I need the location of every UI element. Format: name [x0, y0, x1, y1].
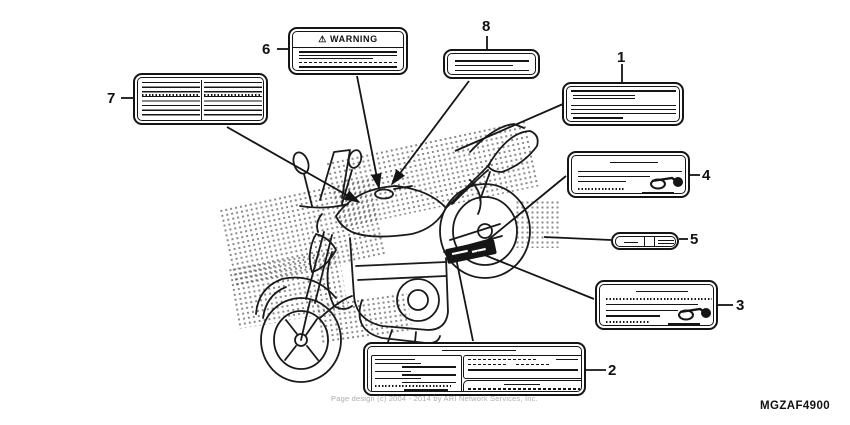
- text-line: [571, 90, 676, 93]
- text-line: [636, 291, 688, 293]
- text-column: [142, 82, 200, 118]
- caution-label-4[interactable]: [567, 151, 690, 198]
- caution-label-2[interactable]: [363, 342, 586, 396]
- text-line: [455, 60, 529, 63]
- callout-number-4[interactable]: 4: [702, 167, 711, 184]
- text-line: [516, 364, 550, 366]
- text-line: [468, 359, 538, 361]
- text-line: [657, 242, 674, 244]
- text-line: [375, 370, 411, 372]
- text-line: [299, 66, 397, 69]
- caution-label-4-face: [571, 155, 686, 194]
- text-line: [402, 366, 456, 369]
- warning-label-title: ⚠ WARNING: [293, 32, 403, 48]
- caution-label-7[interactable]: [133, 73, 268, 125]
- callout-number-3[interactable]: 3: [736, 297, 745, 314]
- text-line: [455, 65, 513, 67]
- text-line: [606, 298, 712, 300]
- text-line: [578, 171, 682, 173]
- icon-underline: [668, 323, 700, 325]
- label-2-right-lower-panel: [463, 380, 581, 391]
- text-line: [142, 94, 200, 96]
- label-2-left-panel: [371, 355, 462, 391]
- caution-label-5-face: [614, 235, 676, 247]
- caution-label-8-face: [447, 53, 536, 75]
- callout-number-2[interactable]: 2: [608, 362, 617, 379]
- text-line: [468, 369, 578, 372]
- callout-number-1[interactable]: 1: [617, 49, 626, 66]
- text-line: [375, 385, 451, 387]
- text-line: [573, 117, 623, 120]
- text-line: [578, 181, 626, 183]
- text-line: [556, 359, 578, 361]
- text-line: [610, 162, 658, 164]
- callout-number-7[interactable]: 7: [107, 90, 116, 107]
- scooter-icon: [650, 176, 683, 190]
- callout-number-6[interactable]: 6: [262, 41, 271, 58]
- text-line: [299, 51, 397, 54]
- text-line: [571, 105, 676, 107]
- diagram-code: MGZAF4900: [760, 400, 831, 412]
- text-line: [573, 98, 635, 100]
- cell-divider: [653, 236, 655, 246]
- label-2-right-upper-panel: [463, 355, 581, 379]
- text-line: [573, 95, 635, 97]
- text-line: [606, 315, 660, 318]
- caution-label-3-face: [599, 284, 714, 326]
- caution-label-8[interactable]: [443, 49, 540, 79]
- text-line: [504, 383, 540, 385]
- text-line: [578, 176, 650, 178]
- icon-underline: [642, 192, 674, 193]
- caution-label-1[interactable]: [562, 82, 684, 126]
- scooter-icon: [678, 307, 711, 321]
- caution-label-2-face: [367, 346, 582, 392]
- text-column: [204, 82, 262, 118]
- text-line: [299, 62, 397, 64]
- text-line: [404, 389, 448, 391]
- text-line: [623, 241, 638, 243]
- cell-divider: [643, 236, 645, 246]
- text-line: [402, 381, 456, 383]
- callout-number-5[interactable]: 5: [690, 231, 699, 248]
- halftone-shading: [515, 200, 560, 248]
- caution-label-3[interactable]: [595, 280, 718, 330]
- callout-number-8[interactable]: 8: [482, 18, 491, 35]
- text-line: [375, 378, 421, 380]
- text-line: [204, 94, 262, 96]
- text-line: [606, 321, 650, 323]
- text-line: [299, 55, 397, 57]
- text-line: [442, 350, 516, 352]
- caution-label-7-face: [137, 77, 264, 121]
- text-line: [657, 239, 674, 241]
- text-line: [402, 374, 456, 377]
- text-line: [375, 362, 421, 364]
- text-line: [468, 364, 508, 366]
- text-line: [578, 188, 624, 190]
- swingarm-label-art: [445, 239, 497, 264]
- text-line: [606, 304, 698, 306]
- column-divider: [200, 80, 202, 120]
- caution-label-5[interactable]: [611, 232, 679, 250]
- text-line: [571, 109, 676, 111]
- watermark-text: Page design (c) 2004 - 2014 by ARI Netwo…: [331, 394, 538, 403]
- text-line: [606, 310, 678, 312]
- leader-lines: [121, 36, 733, 371]
- text-line: [468, 388, 580, 391]
- caution-label-1-face: [566, 86, 680, 122]
- warning-label-6[interactable]: ⚠ WARNING: [288, 27, 408, 75]
- text-line: [375, 359, 415, 361]
- text-line: [571, 112, 676, 114]
- warning-label-6-face: ⚠ WARNING: [292, 31, 404, 71]
- text-line: [658, 246, 670, 247]
- text-line: [299, 58, 373, 60]
- text-line: [455, 70, 529, 72]
